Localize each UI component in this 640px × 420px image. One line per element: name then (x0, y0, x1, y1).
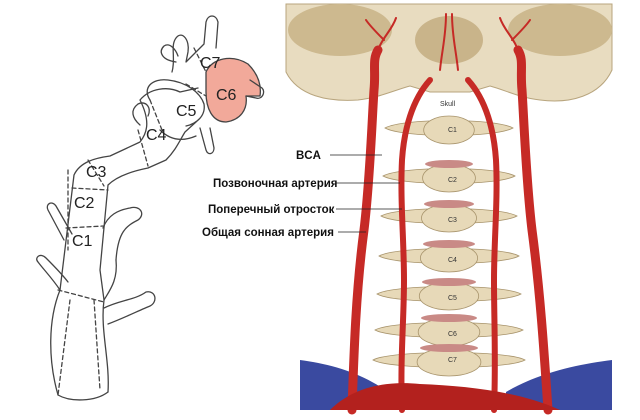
vessel-base (57, 391, 109, 401)
c4-branch (132, 102, 150, 126)
cerebral-branches (365, 13, 531, 71)
vessel-outline-left (50, 87, 199, 396)
small-label-skull: Skull (440, 101, 456, 108)
vertebra-small-labels: Skull C1 C2 C3 C4 C5 C6 C7 (440, 101, 457, 364)
intervertebral-disc (425, 160, 473, 168)
intervertebral-disc (423, 240, 475, 248)
vertebral-artery-right (465, 77, 500, 413)
small-label-c5: C5 (448, 295, 457, 302)
branch-mid-right-2 (103, 259, 117, 301)
branch-left-long (36, 254, 69, 291)
segment-label-c2: C2 (74, 195, 95, 212)
vertebrae-stack (372, 115, 526, 377)
segment-label-c7: C7 (200, 55, 221, 72)
vertebral-artery-left (398, 77, 433, 413)
segment-label-c5: C5 (176, 103, 197, 120)
small-label-c4: C4 (448, 257, 457, 264)
branch-left-top (46, 202, 73, 241)
c5-lower (159, 129, 197, 141)
label-bca: BCA (296, 150, 321, 162)
label-vertebral-artery: Позвоночная артерия (213, 178, 338, 190)
callout-lines (330, 154, 402, 233)
small-label-c6: C6 (448, 331, 457, 338)
c5-ring (146, 79, 205, 127)
skull-shadow-left (288, 4, 392, 56)
vertebral-body-c1 (423, 115, 475, 145)
intervertebral-disc (422, 278, 476, 286)
small-label-c2: C2 (448, 177, 457, 184)
branch-lower-right (103, 291, 156, 325)
intervertebral-disc (421, 314, 477, 322)
segment-schematic: C1 C2 C3 C4 C5 C6 C7 (36, 15, 265, 401)
common-carotid-right (513, 45, 553, 415)
label-transverse-process: Поперечный отросток (208, 204, 335, 216)
c6-lower-branch (199, 127, 215, 155)
label-common-carotid: Общая сонная артерия (202, 227, 334, 239)
foramen-magnum (415, 16, 483, 64)
segment-label-c3: C3 (86, 164, 107, 181)
aortic-arch (330, 383, 560, 410)
intervertebral-disc (420, 344, 478, 352)
anatomy-illustration: Skull C1 C2 C3 C4 C5 C6 C7 BCA Позвоночн… (202, 3, 613, 415)
small-label-c1: C1 (448, 127, 457, 134)
c7-loop (160, 44, 179, 63)
small-label-c7: C7 (448, 357, 457, 364)
branch-mid-right (102, 206, 143, 261)
small-label-c3: C3 (448, 217, 457, 224)
skull-shadow-right (508, 4, 612, 56)
common-carotid-left (347, 45, 383, 415)
c7-upper (171, 15, 219, 73)
segment-label-c6: C6 (216, 87, 237, 104)
vessel-outline-right (99, 121, 197, 393)
segment-dividers (57, 47, 207, 396)
intervertebral-disc (424, 200, 474, 208)
segment-label-c1: C1 (72, 233, 93, 250)
vein-right (506, 360, 612, 410)
segment-label-c4: C4 (146, 127, 167, 144)
c6-tip (245, 79, 265, 99)
